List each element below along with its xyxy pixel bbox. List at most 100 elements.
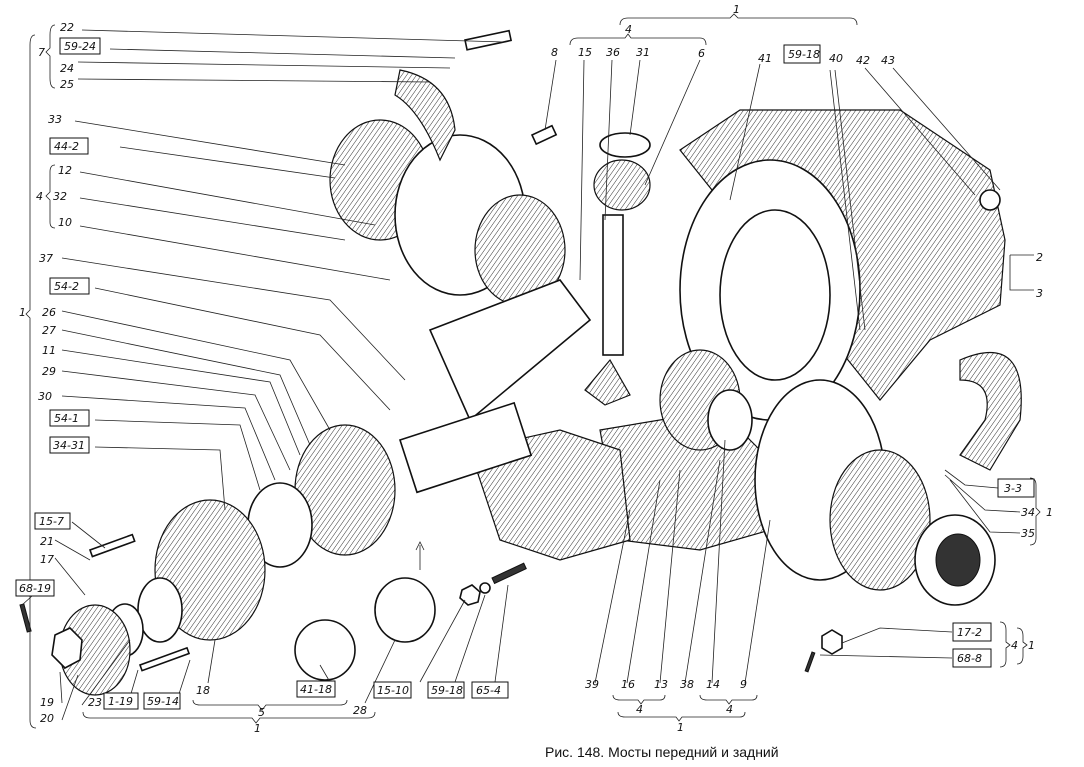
bolt — [138, 646, 191, 672]
parts-drawing — [19, 29, 1022, 696]
label-14: 14 — [706, 678, 720, 691]
label-1-19: 1-19 — [108, 695, 133, 708]
label-32: 32 — [53, 190, 67, 203]
label-15-7: 15-7 — [39, 515, 64, 528]
upper-clamp — [394, 69, 456, 162]
housing-inner — [719, 209, 831, 381]
label-44-2: 44-2 — [54, 140, 79, 153]
label-15: 15 — [578, 46, 592, 59]
brace-label-1-right-a: 1 — [1046, 506, 1053, 519]
label-41-18: 41-18 — [300, 683, 332, 696]
bolt-15-7 — [88, 533, 136, 558]
label-11: 11 — [42, 344, 56, 357]
cotter-pin-68-8 — [804, 651, 816, 673]
label-59-18-top: 59-18 — [788, 48, 820, 61]
castle-nut — [51, 627, 83, 669]
brace-label-7: 7 — [38, 46, 45, 59]
label-12: 12 — [58, 164, 72, 177]
label-68-19: 68-19 — [19, 582, 51, 595]
nut-17-2 — [821, 629, 843, 655]
label-26: 26 — [42, 306, 56, 319]
brace-label-5: 5 — [258, 706, 265, 719]
label-31: 31 — [636, 46, 650, 59]
label-54-1: 54-1 — [54, 412, 79, 425]
label-25: 25 — [60, 78, 74, 91]
bevel-pinion — [584, 358, 631, 406]
stud-8 — [530, 124, 558, 146]
brace-label-1-bottom: 1 — [254, 722, 261, 735]
label-27: 27 — [42, 324, 56, 337]
sleeve — [374, 577, 436, 643]
label-2: 2 — [1036, 251, 1043, 264]
labels-bottom-right: 39 16 13 38 14 9 4 4 1 — [585, 678, 747, 734]
label-23: 23 — [88, 696, 102, 709]
labels-left: 22 59-24 24 25 7 33 44-2 12 32 10 4 37 5… — [19, 21, 101, 454]
nut — [459, 584, 481, 606]
brace-label-4-right: 4 — [1011, 639, 1018, 652]
label-24: 24 — [60, 62, 74, 75]
hub — [829, 449, 931, 591]
label-13: 13 — [654, 678, 668, 691]
seal-ring — [137, 577, 183, 643]
spline-hole — [935, 533, 981, 587]
cotter-pin — [19, 603, 32, 633]
cross-shaft — [602, 214, 624, 356]
brace-label-1-right: 1 — [677, 721, 684, 734]
label-34-31: 34-31 — [53, 439, 85, 452]
labels-top: 1 4 8 15 36 31 6 41 59-18 40 42 43 — [551, 3, 895, 67]
labels-right: 2 3 3-3 34 35 1 17-2 68-8 4 1 — [952, 251, 1053, 668]
brace-label-4: 4 — [36, 190, 43, 203]
breather-plug — [979, 189, 1001, 211]
label-10: 10 — [58, 216, 72, 229]
label-54-2: 54-2 — [54, 280, 79, 293]
label-29: 29 — [42, 365, 56, 378]
label-6: 6 — [698, 47, 705, 60]
differential-flange — [428, 279, 592, 422]
label-9: 9 — [740, 678, 747, 691]
label-18: 18 — [196, 684, 210, 697]
brace-label-1-top: 1 — [733, 3, 740, 16]
label-16: 16 — [621, 678, 635, 691]
leader-lines — [21, 29, 1034, 721]
label-36: 36 — [606, 46, 620, 59]
label-40: 40 — [829, 52, 843, 65]
label-30: 30 — [38, 390, 52, 403]
label-68-8: 68-8 — [957, 652, 982, 665]
label-65-4: 65-4 — [476, 684, 501, 697]
label-59-18-bottom: 59-18 — [431, 684, 463, 697]
brace-label-1: 1 — [19, 306, 26, 319]
label-19: 19 — [40, 696, 54, 709]
label-35: 35 — [1021, 527, 1035, 540]
satellite-gear — [593, 159, 651, 211]
brake-shoe — [959, 351, 1022, 471]
clamp-bolt — [464, 29, 513, 51]
assembly-arrow — [415, 541, 425, 570]
label-20: 20 — [40, 712, 54, 725]
label-38: 38 — [680, 678, 694, 691]
label-22: 22 — [60, 21, 74, 34]
label-39: 39 — [585, 678, 599, 691]
label-59-24: 59-24 — [64, 40, 96, 53]
figure-caption: Рис. 148. Мосты передний и задний — [545, 744, 779, 760]
label-3-3: 3-3 — [1004, 482, 1022, 495]
label-37: 37 — [39, 252, 53, 265]
brace-label-4-top: 4 — [625, 23, 632, 36]
brace-label-4a: 4 — [636, 703, 643, 716]
spacer-ring — [294, 619, 356, 681]
label-8: 8 — [551, 46, 558, 59]
label-43: 43 — [881, 54, 895, 67]
label-42: 42 — [856, 54, 870, 67]
stud — [491, 562, 527, 585]
label-3: 3 — [1036, 287, 1043, 300]
label-15-10: 15-10 — [377, 684, 409, 697]
label-34: 34 — [1021, 506, 1035, 519]
label-17-2: 17-2 — [957, 626, 982, 639]
label-21: 21 — [40, 535, 54, 548]
labels-bottom-left: 15-7 21 17 68-19 19 20 23 1-19 59-14 18 … — [15, 512, 509, 735]
label-17: 17 — [40, 553, 54, 566]
label-28: 28 — [353, 704, 367, 717]
label-33: 33 — [48, 113, 62, 126]
brace-label-1-right-b: 1 — [1028, 639, 1035, 652]
washer — [479, 582, 491, 594]
